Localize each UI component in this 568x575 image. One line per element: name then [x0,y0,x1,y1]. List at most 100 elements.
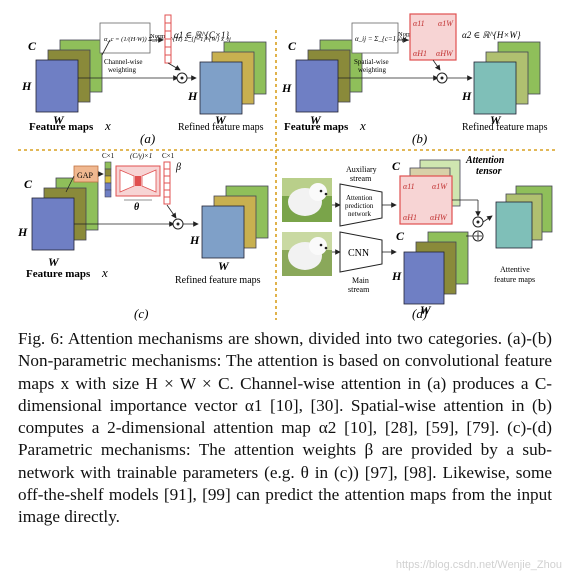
feature-caption: Feature maps [29,121,94,133]
formula-box [99,22,151,54]
svg-text:C×1: C×1 [102,152,115,160]
attentive-map-d [495,201,533,249]
svg-text:stream: stream [348,285,370,294]
svg-text:H: H [187,89,198,103]
panel-d: Auxiliary stream Attention prediction ne… [282,155,553,321]
caption-line: Fig. 6: Attention mechanisms are shown, … [18,329,423,348]
svg-text:Attention: Attention [465,155,505,166]
gap-label: GAP [77,171,94,180]
svg-text:W: W [420,303,432,317]
svg-text:W: W [218,259,230,273]
caption-line: categories. (a)-(b) Non-parametric mecha… [18,329,553,371]
svg-text:Norm: Norm [398,31,413,38]
svg-text:Refined feature maps: Refined feature maps [175,275,261,286]
svg-text:C×1: C×1 [162,152,175,160]
svg-text:Main: Main [352,276,369,285]
feature-var: x [104,118,111,133]
svg-text:H: H [189,233,200,247]
dog-image-top [282,178,332,222]
svg-text:α1W: α1W [438,19,454,28]
figure-caption: Fig. 6: Attention mechanisms are shown, … [18,328,552,529]
svg-text:tensor: tensor [476,166,502,177]
svg-text:feature maps: feature maps [494,275,535,284]
svg-text:network: network [348,210,371,218]
beta-label: β [175,162,181,173]
arrow-alpha-to-mult [167,62,181,71]
attention-mechanisms-figure: C H W Feature maps x α_c = (1/(H·W)) Σ_{… [17,13,555,321]
arrow-to-formula [101,39,111,56]
refined-map-blue [199,61,243,115]
dim-w: W [53,113,65,127]
svg-text:W: W [490,113,502,127]
svg-text:stream: stream [350,174,372,183]
svg-text:x: x [101,265,108,280]
svg-text:Spatial-wise: Spatial-wise [354,58,389,66]
svg-text:H: H [17,225,28,239]
svg-text:weighting: weighting [358,66,386,74]
svg-text:H: H [281,81,292,95]
svg-text:Feature maps: Feature maps [26,268,91,280]
caption-line: can predict the attention maps from the … [18,485,553,527]
cnn-label: CNN [348,248,369,259]
formula-box-b [351,22,399,54]
caption-line: is based on convolutional feature maps x… [18,351,552,393]
bottleneck-label: (C/γ)×1 [130,152,152,160]
svg-text:W: W [48,255,60,269]
panel-label-a: (a) [140,131,155,146]
svg-text:αH1: αH1 [403,213,417,222]
panel-label-c: (c) [134,306,148,321]
svg-text:αHW: αHW [436,49,454,58]
feature-map-blue-c [31,197,75,251]
svg-text:Attentive: Attentive [500,265,530,274]
watermark: https://blog.csdn.net/Wenjie_Zhou [395,559,562,571]
feature-map-blue [35,59,79,113]
alpha2-label: α2 ∈ ℝ^{H×W} [462,30,521,40]
svg-text:Attention: Attention [346,194,373,202]
svg-text:α1W: α1W [432,182,448,191]
panel-b: C H W Feature maps x α_ij = Σ_{c=1}^{C} … [281,13,548,146]
theta-label: θ [134,202,140,213]
caption-line: [79]. (c)-(d) Parametric mechanisms: The… [18,418,552,460]
refined-map-c [201,205,245,259]
svg-text:αHW: αHW [430,213,448,222]
svg-text:H: H [391,269,402,283]
caption-line: C. Channel-wise attention in (a) produce… [18,373,553,415]
cnn-trapezoid [339,231,383,273]
panel-label-b: (b) [412,131,427,146]
panel-label-d: (d) [412,306,427,321]
svg-text:C: C [396,229,405,243]
alpha1-label: α1 ∈ ℝ^{C×1} [174,30,229,40]
svg-text:W: W [310,113,322,127]
svg-text:C: C [392,159,401,173]
svg-text:C: C [288,39,297,53]
svg-text:x: x [359,118,366,133]
feature-map-blue-b [295,59,339,113]
caption-line: importance vector α1 [10], [30]. Spatial… [109,395,552,415]
svg-text:Auxiliary: Auxiliary [346,165,377,174]
weighting-label-2: weighting [108,66,136,74]
weighting-label: Channel-wise [104,58,143,66]
dim-h: H [21,79,32,93]
panel-a: C H W Feature maps x α_c = (1/(H·W)) Σ_{… [21,14,267,146]
alpha2-matrix [409,13,457,61]
svg-text:C: C [24,177,33,191]
caption-line: computes a 2-dimensional attention map α… [18,418,459,438]
caption-line: are provided by a sub-network with train… [18,440,552,482]
gap-vector [104,161,112,198]
figure-svg: C H W Feature maps x α_c = (1/(H·W)) Σ_{… [17,13,555,321]
formula-b: α_ij = Σ_{c=1}^{C} x_c² [355,35,427,43]
norm-label: Norm [150,33,165,40]
svg-text:prediction: prediction [345,202,374,210]
svg-text:Refined feature maps: Refined feature maps [462,122,548,133]
beta-vector [163,161,171,205]
dim-c: C [28,39,37,53]
caption-line: θ in (c)) [97], [98]. Likewise, some off… [18,462,553,505]
refined-map-b [473,61,517,115]
refined-caption: Refined feature maps [178,122,264,133]
dog-image-bottom [282,232,332,276]
svg-text:α11: α11 [403,182,415,191]
panel-c: C H W Feature maps x GAP C×1 (C/γ)×1 θ C… [17,152,269,321]
alpha1-vector [164,14,172,64]
attention-network-trapezoid [339,183,383,227]
svg-text:H: H [461,89,472,103]
